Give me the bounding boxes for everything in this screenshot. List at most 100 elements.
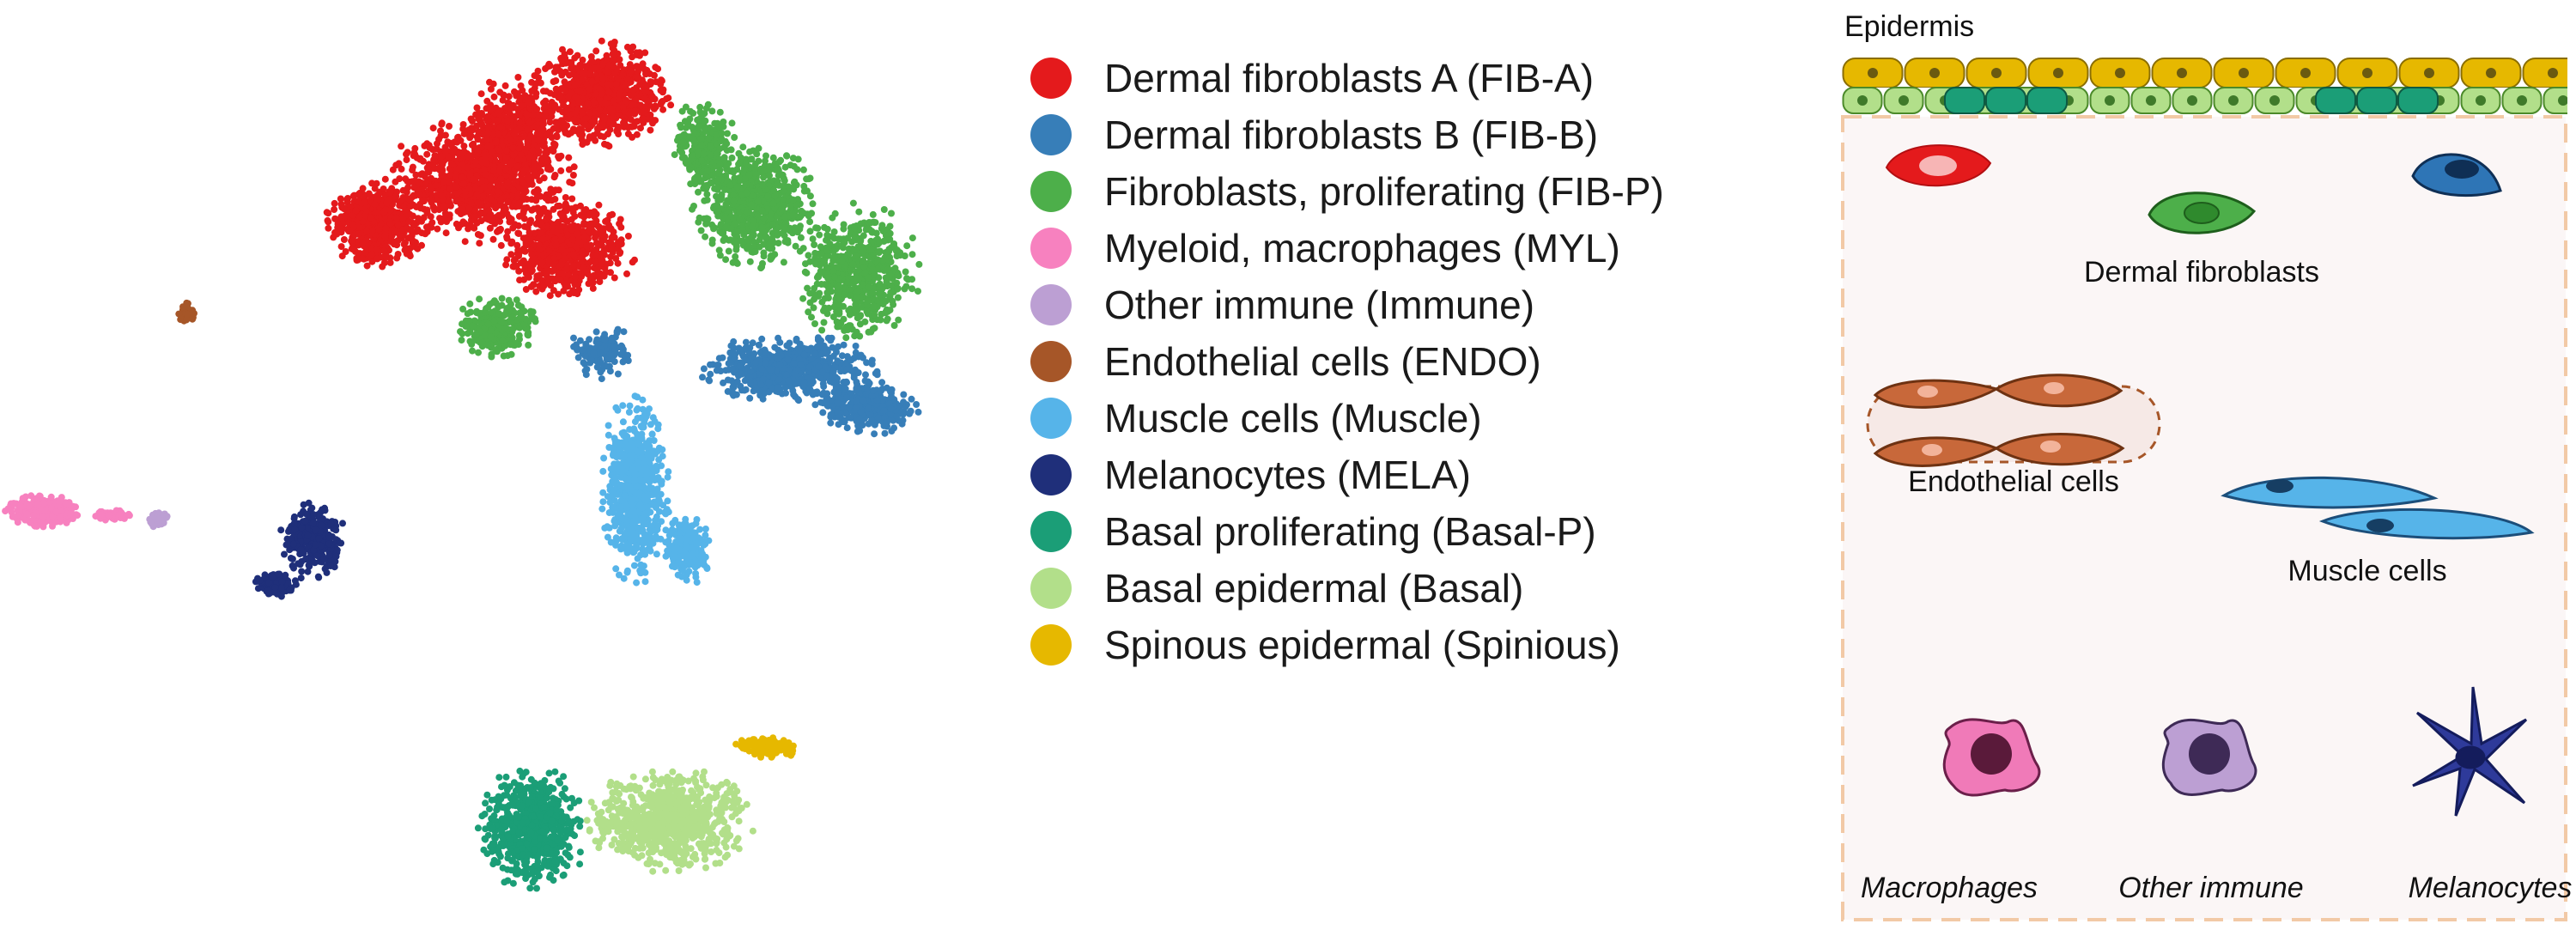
cell-point	[682, 103, 690, 111]
cell-point	[714, 201, 721, 209]
cell-point	[781, 213, 789, 221]
cell-point	[510, 186, 518, 194]
cell-point	[526, 119, 533, 126]
cell-point	[471, 213, 479, 221]
cell-point	[893, 246, 901, 254]
cell-point	[781, 232, 788, 240]
cell-point	[804, 284, 811, 292]
cell-point	[806, 228, 814, 235]
cell-point	[789, 155, 797, 162]
cell-point	[606, 125, 614, 133]
cell-point	[778, 205, 786, 213]
cell-point	[557, 260, 565, 268]
cell-point	[481, 170, 489, 178]
cell-point	[840, 315, 848, 323]
cell-point	[516, 119, 523, 126]
cell-point	[792, 225, 799, 233]
cell-point	[679, 138, 687, 146]
cell-point	[596, 106, 604, 114]
cell-point	[793, 166, 801, 173]
cell-point	[589, 279, 597, 287]
cell-point	[588, 77, 596, 85]
cell-point	[593, 130, 601, 137]
cell-point	[842, 323, 850, 331]
cell-point	[665, 94, 672, 102]
cell-point	[760, 167, 768, 175]
cell-point	[521, 266, 528, 274]
cell-point	[592, 270, 600, 278]
cell-point	[519, 258, 527, 266]
cell-point	[501, 82, 509, 89]
cell-point	[337, 224, 344, 232]
cell-point	[363, 228, 371, 235]
cell-point	[534, 67, 542, 75]
cell-point	[773, 180, 781, 188]
cell-point	[640, 108, 647, 116]
cell-point	[657, 87, 665, 94]
cell-point	[447, 185, 454, 193]
cell-point	[472, 158, 479, 166]
cell-point	[496, 123, 504, 131]
cell-point	[614, 245, 622, 252]
cell-point	[469, 118, 476, 125]
cell-point	[569, 251, 577, 258]
cell-point	[667, 101, 675, 109]
cell-point	[503, 233, 511, 240]
cell-point	[609, 210, 617, 218]
cell-point	[635, 73, 641, 81]
cell-point	[551, 196, 559, 203]
cell-point	[557, 167, 565, 174]
cell-point	[769, 154, 777, 161]
cell-point	[816, 231, 823, 239]
cell-point	[880, 206, 888, 213]
cell-point	[574, 52, 581, 59]
cell-point	[851, 224, 859, 232]
cell-point	[592, 137, 599, 144]
cell-point	[484, 129, 492, 137]
cell-point	[568, 226, 576, 234]
cell-point	[507, 216, 515, 223]
cell-point	[381, 175, 389, 183]
cell-point	[691, 139, 698, 147]
cell-point	[610, 62, 617, 70]
cell-point	[513, 262, 520, 270]
cell-point	[857, 238, 865, 245]
cell-point	[756, 243, 763, 251]
cell-point	[820, 319, 828, 326]
cell-point	[358, 254, 366, 262]
cell-point	[632, 95, 640, 103]
cell-point	[869, 210, 877, 218]
cell-point	[423, 206, 431, 214]
cell-point	[599, 61, 607, 69]
cell-point	[501, 205, 509, 213]
cell-point	[538, 259, 546, 267]
cell-point	[494, 188, 501, 196]
cell-point	[612, 80, 620, 88]
cell-point	[852, 252, 860, 259]
cell-point	[456, 149, 464, 157]
cell-point	[561, 51, 568, 58]
cell-point	[534, 187, 542, 195]
cell-point	[485, 207, 493, 214]
cell-point	[396, 198, 404, 206]
cell-point	[623, 81, 630, 88]
cell-point	[848, 325, 856, 333]
cell-point	[438, 192, 446, 200]
cell-point	[659, 106, 667, 113]
cell-point	[562, 281, 570, 289]
cell-point	[406, 252, 414, 260]
cell-point	[487, 85, 495, 93]
cell-point	[323, 209, 331, 216]
cell-point	[748, 222, 756, 230]
cell-point	[658, 76, 665, 84]
cell-point	[542, 149, 550, 157]
cell-point	[520, 207, 527, 215]
cell-point	[710, 225, 717, 233]
cell-point	[759, 259, 766, 267]
cell-point	[570, 116, 578, 124]
cell-point	[571, 281, 579, 289]
cell-point	[814, 224, 822, 232]
cell-point	[733, 183, 741, 191]
cell-point	[811, 241, 818, 248]
cell-point	[560, 119, 568, 127]
